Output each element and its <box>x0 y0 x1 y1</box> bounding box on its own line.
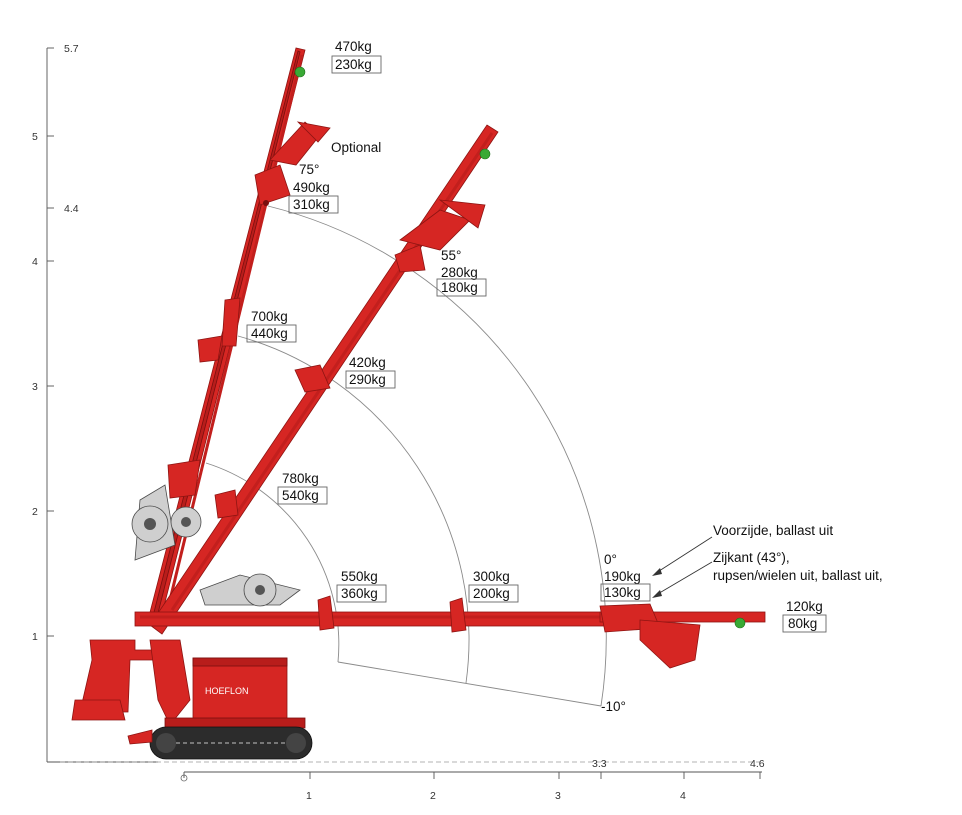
x-tick-3.3: 3.3 <box>592 758 607 770</box>
optional-hook-75 <box>296 121 331 143</box>
load-0-tip-front: 190kg <box>604 569 641 584</box>
load-75-base-front: 780kg <box>282 471 319 486</box>
x-tick-3: 3 <box>555 790 561 802</box>
arc-base-line <box>337 661 602 707</box>
boom-0-degrees <box>134 595 766 669</box>
angle-neg10-label: -10° <box>601 699 626 714</box>
load-0-ext-side: 80kg <box>788 616 817 631</box>
load-55-tip-side: 180kg <box>441 280 478 295</box>
load-0-mid-side: 200kg <box>473 586 510 601</box>
y-tick-4.4: 4.4 <box>64 203 79 215</box>
load-75-mid-front: 490kg <box>293 180 330 195</box>
load-0-base-front: 550kg <box>341 569 378 584</box>
angle-75-label: 75° <box>299 162 319 177</box>
load-0-base-side: 360kg <box>341 586 378 601</box>
brand-logo: HOEFLON <box>205 686 249 696</box>
load-75-mid-side: 310kg <box>293 197 330 212</box>
side-config-label-1: Zijkant (43°), <box>713 550 790 565</box>
y-tick-2: 2 <box>32 506 38 518</box>
boom-labels: Optional 75° 55° 0° -10° Voorzijde, ball… <box>299 140 883 714</box>
side-config-label-2: rupsen/wielen uit, ballast uit, <box>713 568 883 583</box>
winch-assembly <box>131 484 301 607</box>
front-config-label: Voorzijde, ballast uit <box>713 523 833 538</box>
load-75-inner-side: 440kg <box>251 326 288 341</box>
optional-label: Optional <box>331 140 381 155</box>
boom-75-tip-light <box>294 66 306 78</box>
y-tick-5.7: 5.7 <box>64 43 79 55</box>
load-0-mid-front: 300kg <box>473 569 510 584</box>
arc-r1 <box>205 462 340 663</box>
x-tick-4.6: 4.6 <box>750 758 765 770</box>
x-tick-2: 2 <box>430 790 436 802</box>
angle-0-label: 0° <box>604 552 617 567</box>
angle-55-label: 55° <box>441 248 461 263</box>
annotation-arrows <box>652 536 713 598</box>
load-55-tip-front: 280kg <box>441 265 478 280</box>
y-axis: 5.7 5 4.4 4 3 2 1 <box>32 43 79 762</box>
y-tick-5: 5 <box>32 131 38 143</box>
y-tick-3: 3 <box>32 381 38 393</box>
load-75-inner-front: 700kg <box>251 309 288 324</box>
load-55-mid-side: 290kg <box>349 372 386 387</box>
load-75-tip-front: 470kg <box>335 39 372 54</box>
load-values: 470kg 230kg 490kg 310kg 280kg 180kg 700k… <box>246 39 827 633</box>
boom-0-tip-light <box>734 617 746 629</box>
x-axis: 1 2 3 3.3 4 4.6 <box>47 758 765 802</box>
load-75-base-side: 540kg <box>282 488 319 503</box>
x-tick-1: 1 <box>306 790 312 802</box>
load-55-mid-front: 420kg <box>349 355 386 370</box>
optional-hook-0 <box>639 619 701 669</box>
optional-hook-55 <box>438 199 486 229</box>
boom-55-tip-light <box>479 148 491 160</box>
crawler-track <box>149 726 313 760</box>
boom-75-degrees <box>147 47 331 623</box>
x-tick-4: 4 <box>680 790 686 802</box>
y-tick-1: 1 <box>32 631 38 643</box>
load-0-ext-front: 120kg <box>786 599 823 614</box>
crane-body: HOEFLON <box>71 639 313 760</box>
boom-55-degrees <box>149 124 499 635</box>
y-tick-4: 4 <box>32 256 38 268</box>
load-0-tip-side: 130kg <box>604 585 641 600</box>
load-75-tip-side: 230kg <box>335 57 372 72</box>
